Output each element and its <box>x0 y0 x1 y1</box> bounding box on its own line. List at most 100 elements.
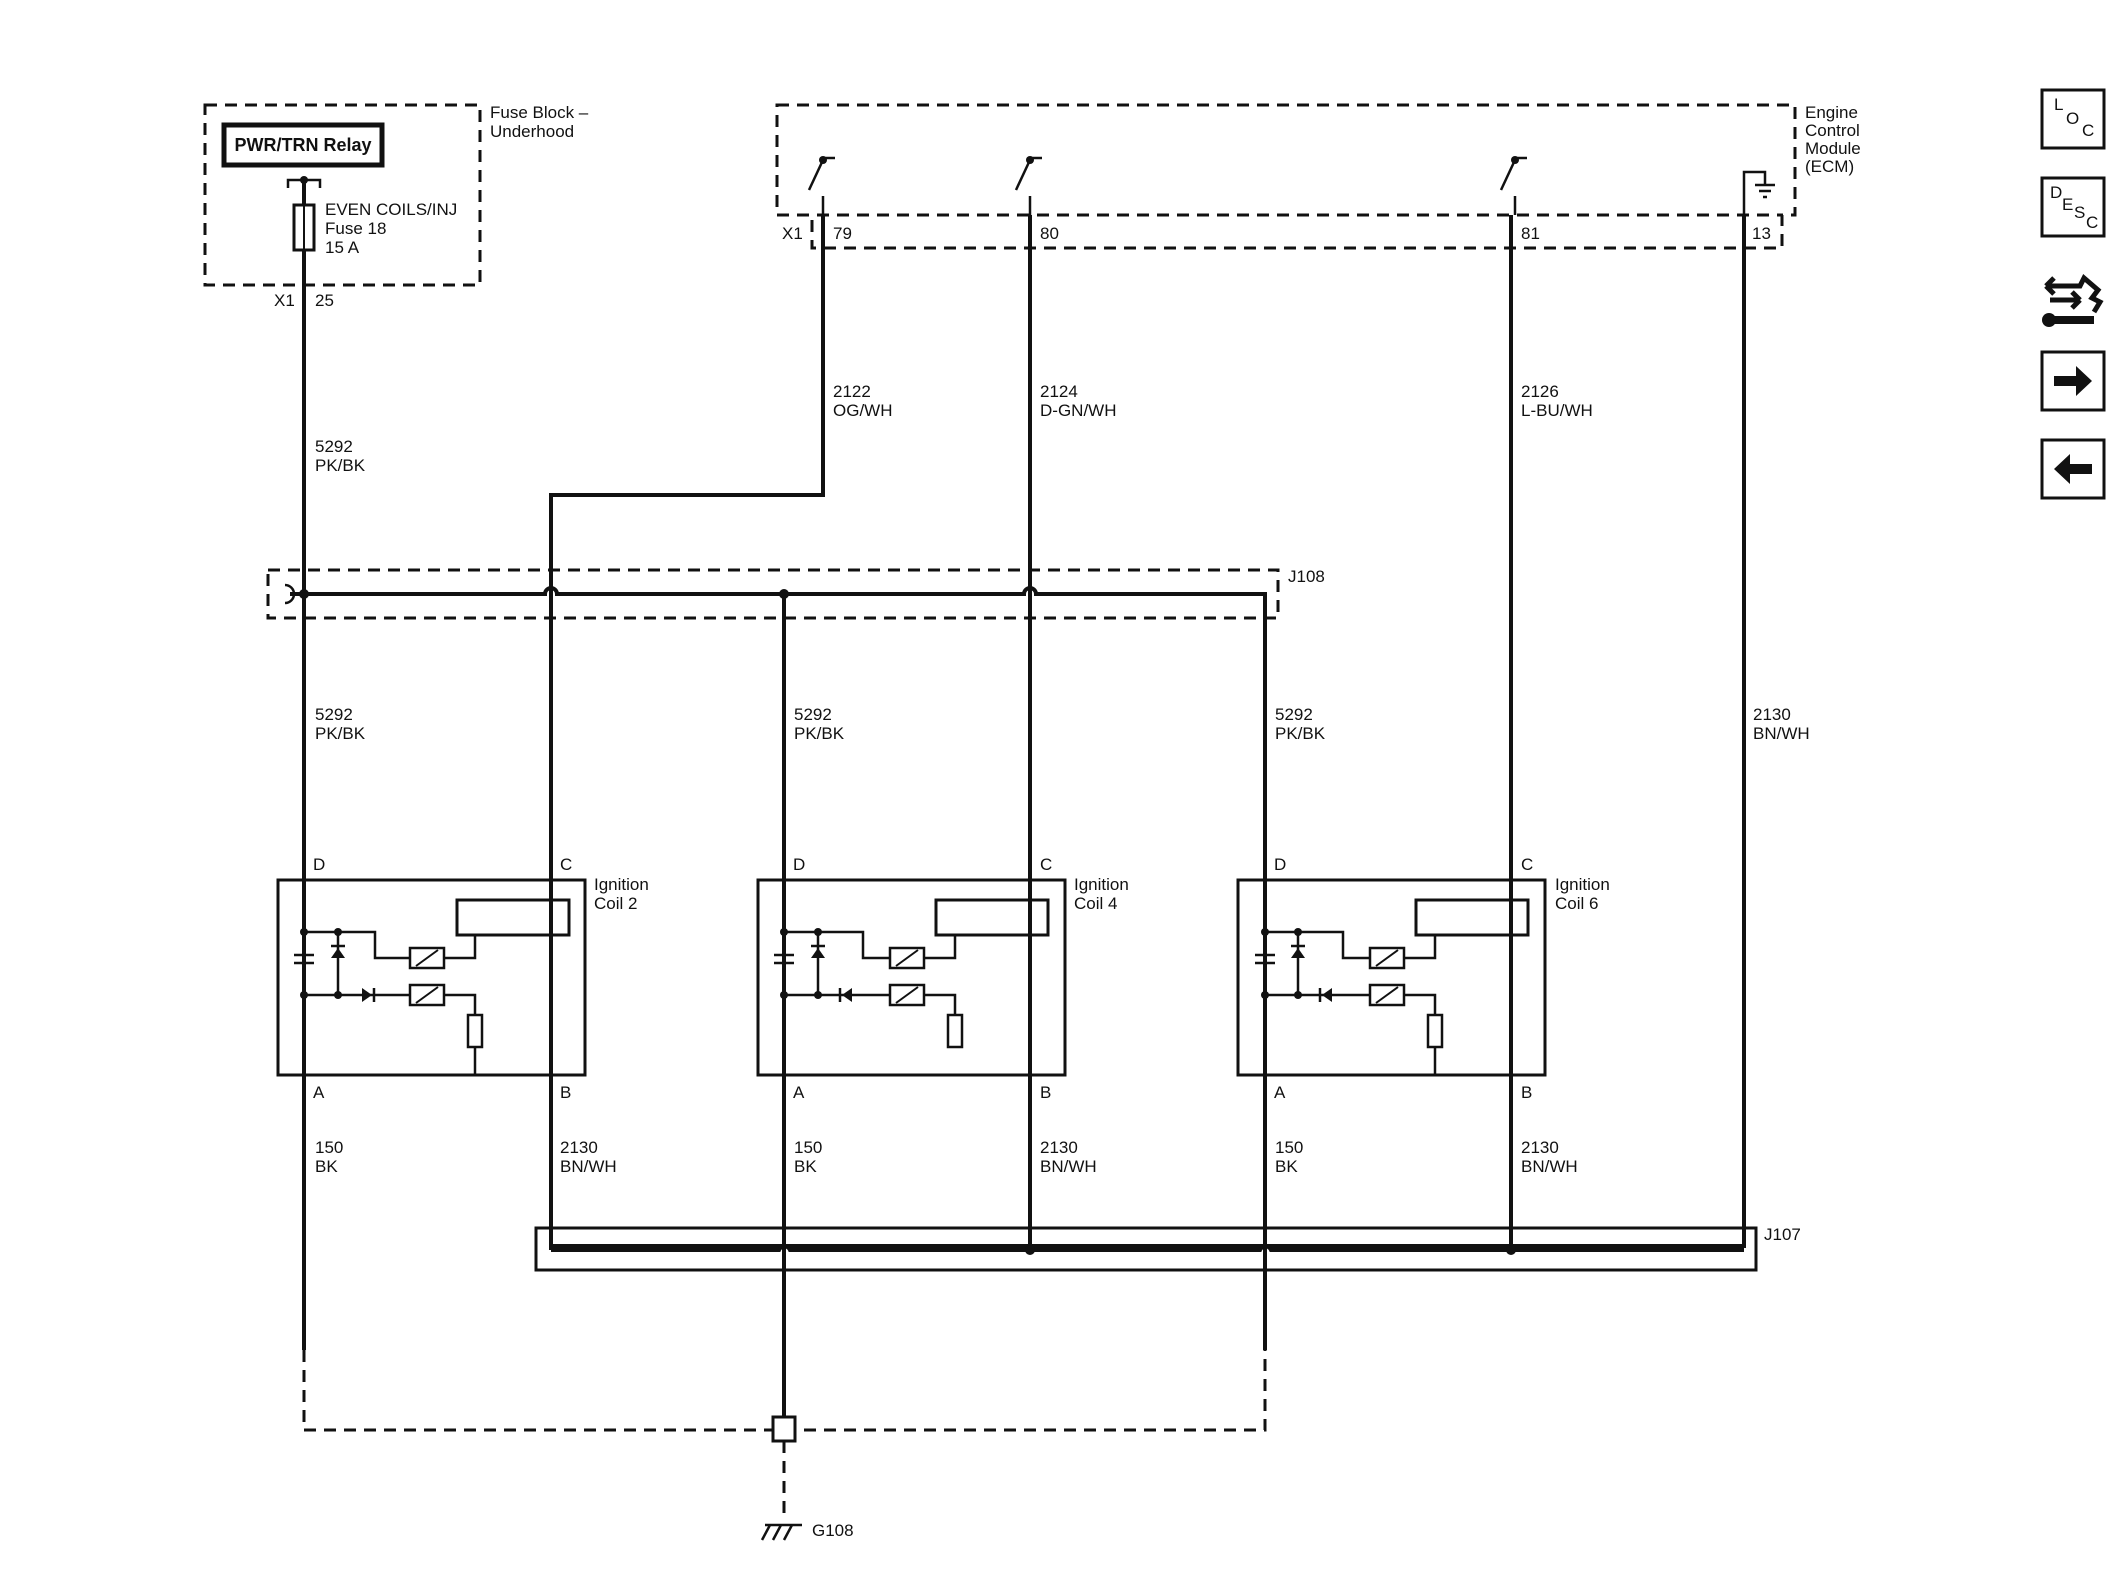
splice-j108-outline <box>266 568 1280 620</box>
coil-4-name-1: Ignition <box>1074 875 1129 894</box>
arrow-right-icon[interactable] <box>2040 350 2106 412</box>
ecm-switch-80 <box>1014 156 1042 215</box>
coil-4-pin-b: B <box>1040 1083 1051 1102</box>
fuse-block-title-1: Fuse Block – <box>490 103 589 122</box>
ecm-connector: X1 <box>782 224 803 243</box>
coil-4-a-circuit: 150 <box>794 1138 822 1157</box>
wire-2126-color: L-BU/WH <box>1521 401 1593 420</box>
coil-4-b-circuit: 2130 <box>1040 1138 1078 1157</box>
j107-node-1 <box>1025 1245 1035 1255</box>
fuse-rating: 15 A <box>325 238 360 257</box>
ignition-coil-6: 5292 PK/BK D C Ignition Coil 6 A B 150 B… <box>1236 705 1610 1176</box>
coil-4-b-color: BN/WH <box>1040 1157 1097 1176</box>
coil-4-feed-color: PK/BK <box>794 724 845 743</box>
location-icon[interactable]: L O C <box>2040 88 2106 150</box>
wire-2130-ecm <box>551 215 1746 1248</box>
coil-6-pin-a: A <box>1274 1083 1286 1102</box>
coil-4-a-color: BK <box>794 1157 817 1176</box>
coil-2-feed-color: PK/BK <box>315 724 366 743</box>
ecm-pin-79: 79 <box>833 224 852 243</box>
ecm-ground-symbol <box>1742 170 1775 215</box>
j108-bus <box>290 586 1267 1350</box>
coil-6-pin-b: B <box>1521 1083 1532 1102</box>
coil-2-body <box>276 878 587 1077</box>
wire-2126-circuit: 2126 <box>1521 382 1559 401</box>
svg-text:D: D <box>2050 183 2062 202</box>
fuse-block-pin: 25 <box>315 291 334 310</box>
power-wire-circuit: 5292 <box>315 437 353 456</box>
ecm-title-1: Engine <box>1805 103 1858 122</box>
ignition-coil-2: 5292 PK/BK D C Ignition Coil 2 A B 150 B… <box>276 705 649 1176</box>
ecm-title-4: (ECM) <box>1805 157 1854 176</box>
coil-2-driver <box>455 898 571 937</box>
ecm-pin-13: 13 <box>1752 224 1771 243</box>
coil-2-b-color: BN/WH <box>560 1157 617 1176</box>
j107-node-2 <box>1506 1245 1516 1255</box>
svg-text:C: C <box>2086 213 2098 232</box>
coil-6-b-color: BN/WH <box>1521 1157 1578 1176</box>
coil-6-pin-c: C <box>1521 855 1533 874</box>
coil-6-pin-d: D <box>1274 855 1286 874</box>
wire-2122 <box>549 215 825 1250</box>
ecm-switch-79 <box>807 156 835 215</box>
fuse-block-outline <box>203 103 482 287</box>
coil-2-a-circuit: 150 <box>315 1138 343 1157</box>
ignition-coil-4: 5292 PK/BK D C Ignition Coil 4 A B 150 B… <box>756 705 1129 1176</box>
coil-4-body <box>756 878 1067 1077</box>
ecm-pin-81: 81 <box>1521 224 1540 243</box>
coil-2-name-2: Coil 2 <box>594 894 637 913</box>
relay-label: PWR/TRN Relay <box>234 135 371 155</box>
coil-2-name-1: Ignition <box>594 875 649 894</box>
description-icon[interactable]: D E S C <box>2040 176 2106 238</box>
coil-2-pin-d: D <box>313 855 325 874</box>
ecm-pin-80: 80 <box>1040 224 1059 243</box>
svg-text:L: L <box>2054 95 2063 114</box>
svg-text:C: C <box>2082 121 2094 140</box>
coil-6-a-circuit: 150 <box>1275 1138 1303 1157</box>
j108-node-1 <box>299 589 309 599</box>
connector-wrench-icon[interactable] <box>2042 274 2104 327</box>
relay-box <box>221 122 385 168</box>
coil-6-feed-color: PK/BK <box>1275 724 1326 743</box>
svg-text:S: S <box>2074 203 2085 222</box>
fuse-name: EVEN COILS/INJ <box>325 200 457 219</box>
splice-j108-label: J108 <box>1288 567 1325 586</box>
ecm-outline <box>775 103 1797 250</box>
svg-text:O: O <box>2066 109 2079 128</box>
coil-2-pin-b: B <box>560 1083 571 1102</box>
ref-wire-color: BN/WH <box>1753 724 1810 743</box>
coil-6-b-circuit: 2130 <box>1521 1138 1559 1157</box>
coil-4-pin-a: A <box>793 1083 805 1102</box>
splice-j107-label: J107 <box>1764 1225 1801 1244</box>
coil-2-a-color: BK <box>315 1157 338 1176</box>
nav-panel: L O C D E S C <box>2040 88 2110 513</box>
ecm-title-2: Control <box>1805 121 1860 140</box>
wire-2124-color: D-GN/WH <box>1040 401 1116 420</box>
ecm-title-3: Module <box>1805 139 1861 158</box>
splice-j107: J107 <box>534 1225 1801 1272</box>
coil-6-body <box>1236 878 1547 1077</box>
ecm: Engine Control Module (ECM) <box>775 103 1861 250</box>
ref-wire-circuit: 2130 <box>1753 705 1791 724</box>
power-wire-color: PK/BK <box>315 456 366 475</box>
ground-g108-symbol <box>760 1523 802 1541</box>
coil-4-pin-d: D <box>793 855 805 874</box>
coil-6-feed-circuit: 5292 <box>1275 705 1313 724</box>
coil-4-driver <box>934 898 1050 937</box>
coil-2-pin-c: C <box>560 855 572 874</box>
fuse-block-connector: X1 <box>274 291 295 310</box>
coil-2-pin-a: A <box>313 1083 325 1102</box>
wire-2122-color: OG/WH <box>833 401 893 420</box>
coil-6-name-1: Ignition <box>1555 875 1610 894</box>
arrow-left-icon[interactable] <box>2040 438 2106 500</box>
coil-4-pin-c: C <box>1040 855 1052 874</box>
fuse-block-title-2: Underhood <box>490 122 574 141</box>
fuse-number: Fuse 18 <box>325 219 386 238</box>
ground-label: G108 <box>812 1521 854 1540</box>
coil-2-b-circuit: 2130 <box>560 1138 598 1157</box>
coil-6-driver <box>1414 898 1530 937</box>
splice-j108: J108 <box>266 567 1325 1410</box>
wire-2122-circuit: 2122 <box>833 382 871 401</box>
coil-2-feed-circuit: 5292 <box>315 705 353 724</box>
